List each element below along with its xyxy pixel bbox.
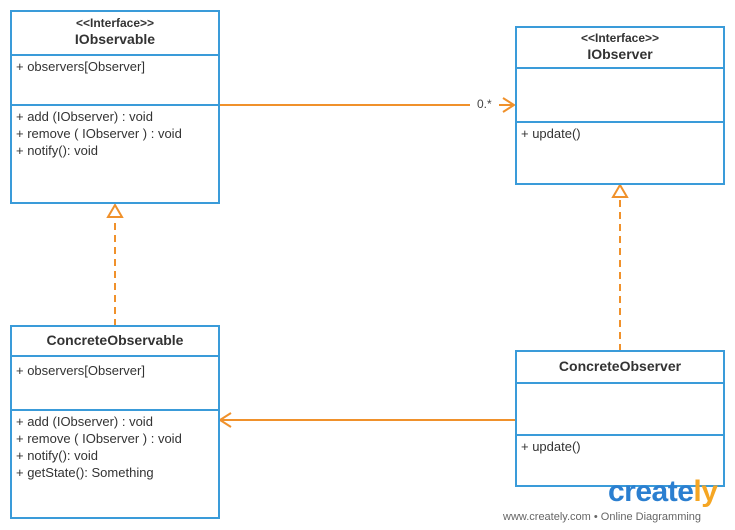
logo-text-main: creat (608, 475, 678, 508)
attributes-section (517, 384, 723, 436)
class-header: ConcreteObserver (517, 352, 723, 384)
multiplicity-label: 0.* (477, 97, 492, 111)
method: + notify(): void (16, 143, 99, 158)
attributes-section: + observers[Observer] (12, 357, 218, 411)
method: + add (IObserver) : void (16, 109, 153, 124)
footer-text[interactable]: www.creately.com • Online Diagramming (503, 511, 702, 523)
class-name: ConcreteObserver (558, 358, 682, 374)
class-iobserver[interactable]: <<Interface>> IObserver + update() (515, 26, 725, 185)
logo-text-accent: ly (693, 475, 718, 508)
method: + notify(): void (16, 448, 99, 463)
class-name: ConcreteObservable (46, 332, 184, 348)
class-header: <<Interface>> IObservable (12, 12, 218, 56)
class-iobservable[interactable]: <<Interface>> IObservable + observers[Ob… (10, 10, 220, 204)
attributes-section (517, 69, 723, 123)
method: + update() (521, 126, 581, 141)
methods-section: + update() (517, 436, 723, 457)
class-header: <<Interface>> IObserver (517, 28, 723, 69)
logo-text-e: e (677, 475, 694, 508)
method: + remove ( IObserver ) : void (16, 431, 182, 446)
realization-arrowhead-observable (106, 203, 124, 218)
attributes-section: + observers[Observer] (12, 56, 218, 106)
class-header: ConcreteObservable (12, 327, 218, 357)
stereotype-label: <<Interface>> (75, 16, 155, 30)
stereotype-label: <<Interface>> (580, 31, 660, 45)
attribute: + observers[Observer] (16, 363, 145, 378)
association-arrowhead (502, 97, 516, 113)
creately-logo: creately (608, 475, 718, 509)
realization-arrowhead-observer (611, 183, 629, 198)
class-concrete-observable[interactable]: ConcreteObservable + observers[Observer]… (10, 325, 220, 519)
method: + add (IObserver) : void (16, 414, 153, 429)
class-name: IObserver (587, 46, 653, 62)
method: + getState(): Something (16, 465, 154, 480)
methods-section: + add (IObserver) : void + remove ( IObs… (12, 106, 218, 161)
methods-section: + update() (517, 123, 723, 144)
attribute: + observers[Observer] (16, 59, 145, 74)
method: + remove ( IObserver ) : void (16, 126, 182, 141)
methods-section: + add (IObserver) : void + remove ( IObs… (12, 411, 218, 483)
dependency-arrowhead (218, 412, 232, 428)
class-concrete-observer[interactable]: ConcreteObserver + update() (515, 350, 725, 487)
method: + update() (521, 439, 581, 454)
class-name: IObservable (74, 31, 156, 47)
